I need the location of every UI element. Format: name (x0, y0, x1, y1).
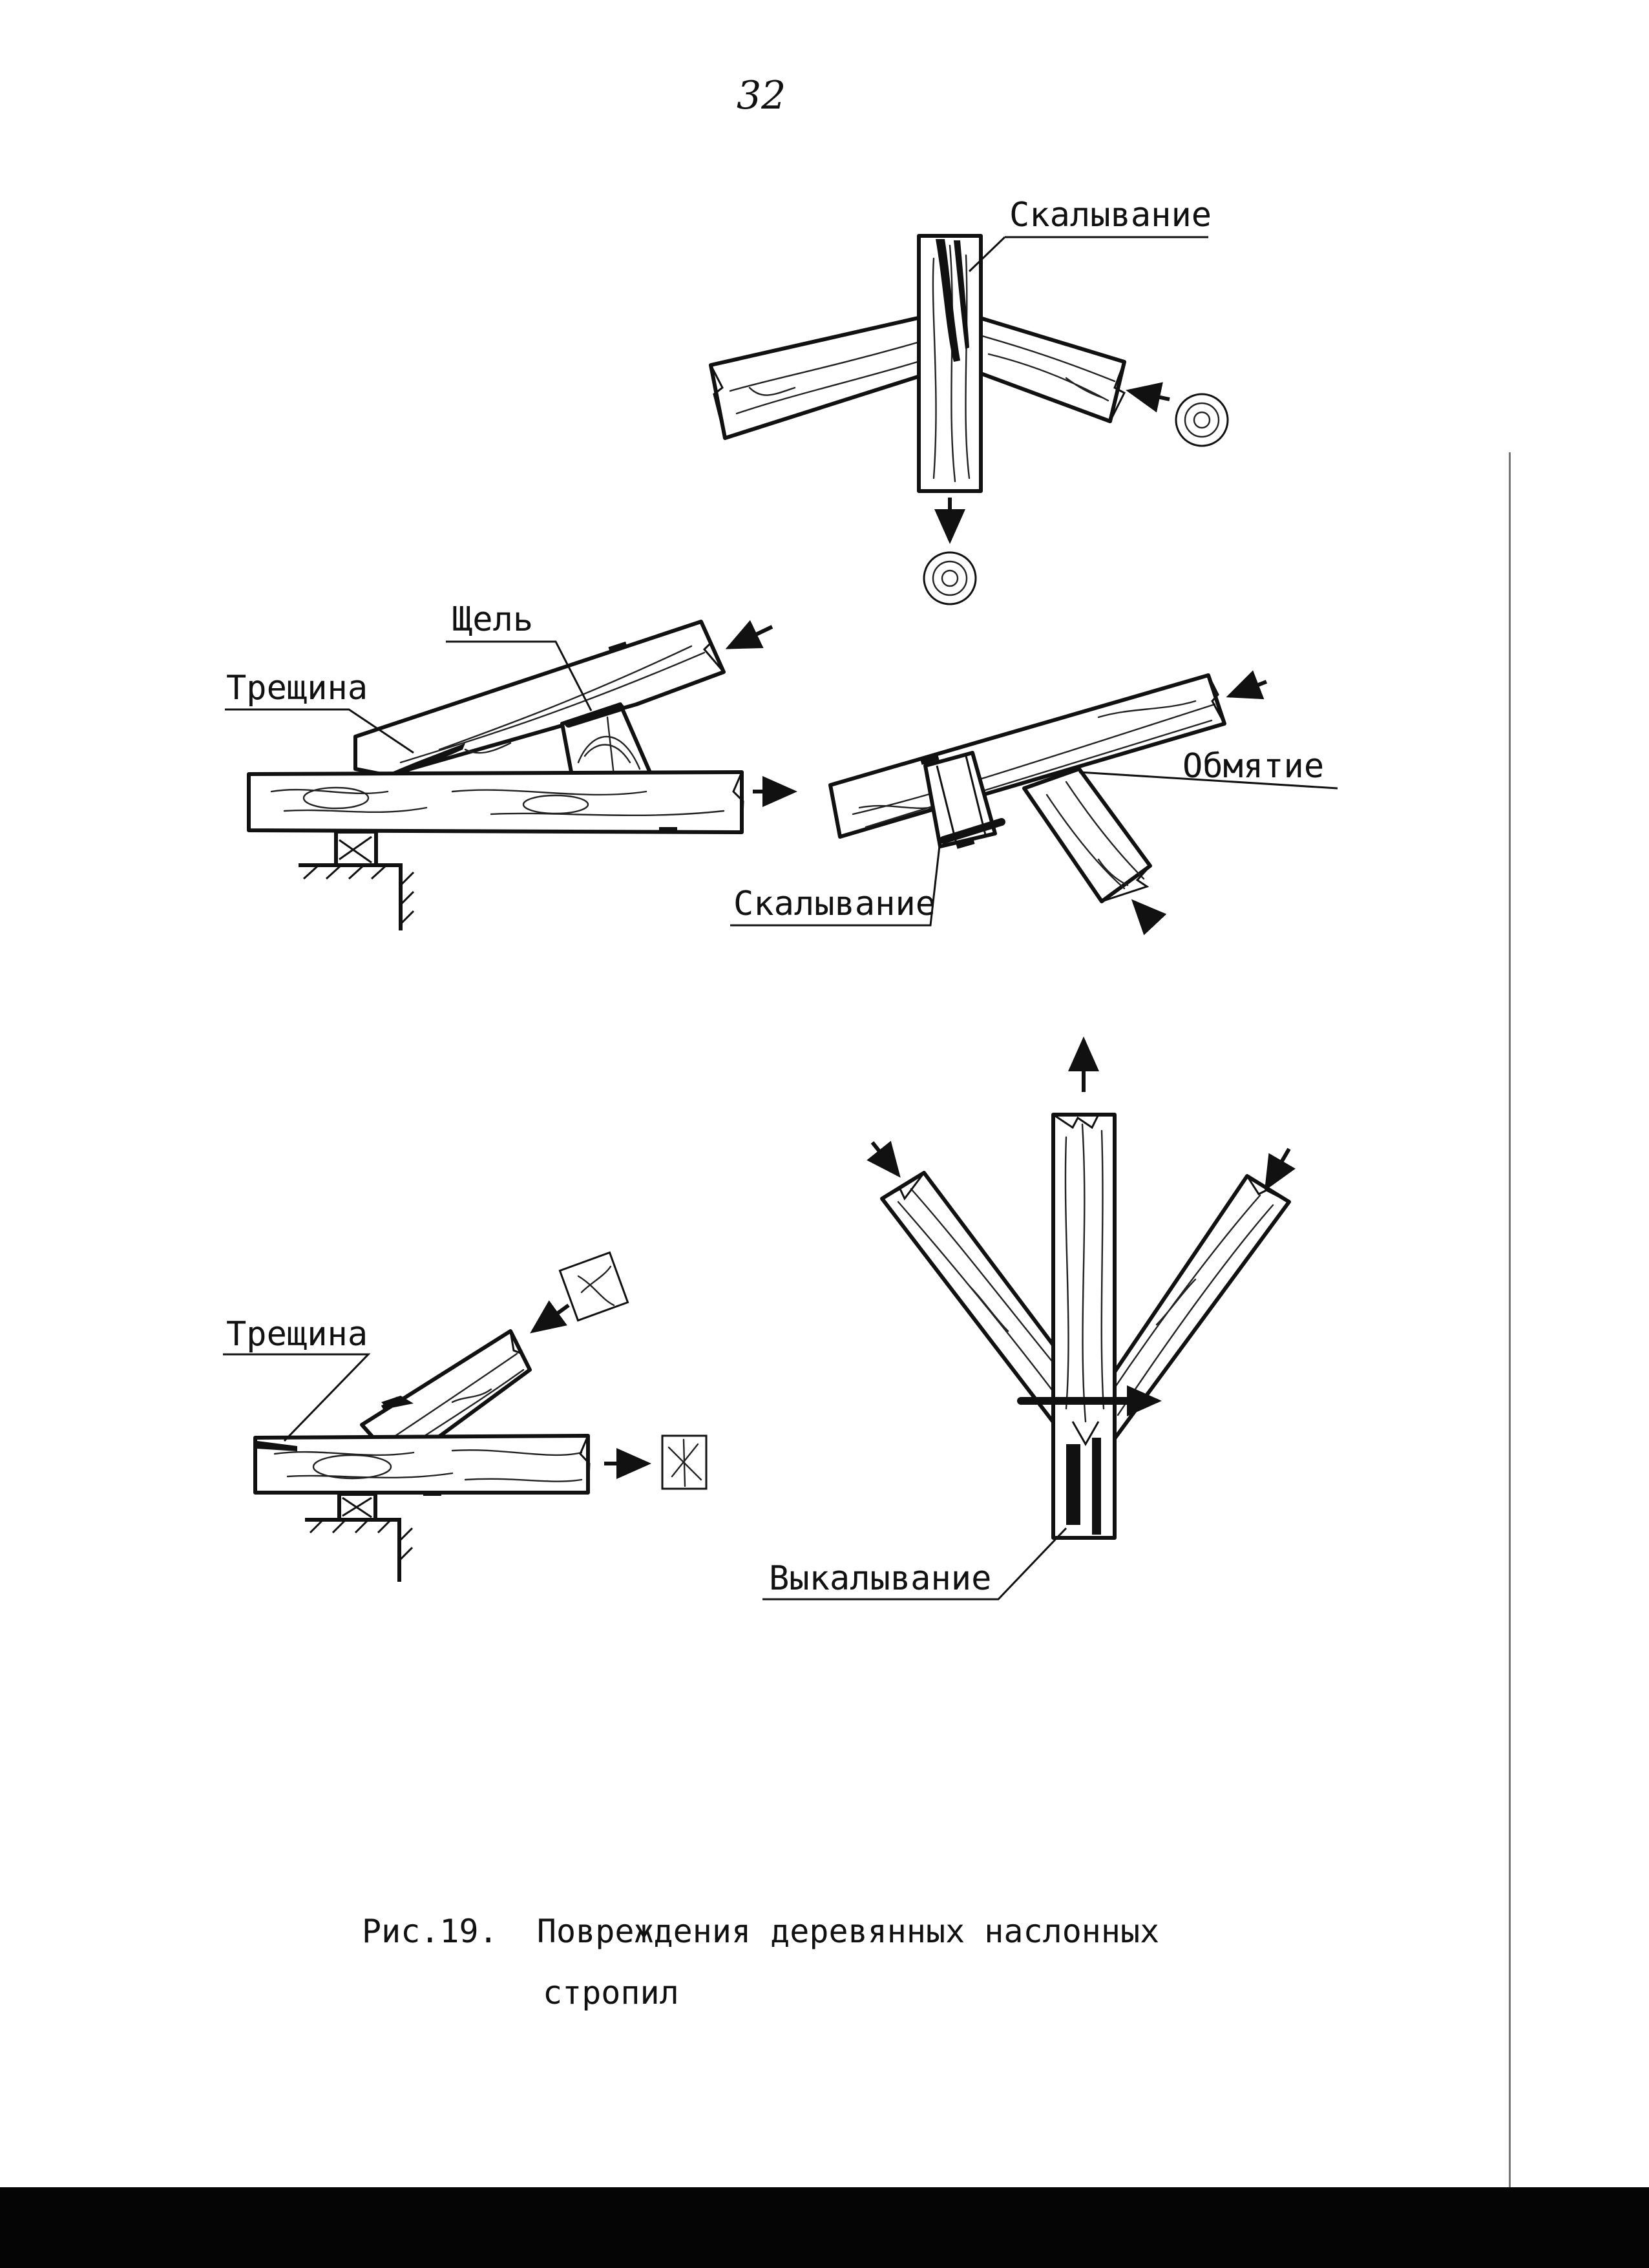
caption-line-1: Рис.19. Повреждения деревянных наслонных (362, 1913, 1160, 1950)
label-crack-2: Трещина (226, 1315, 368, 1354)
page-edge-line (1509, 452, 1511, 2190)
label-mid-shear: Скалывание (733, 885, 936, 923)
label-shear-out: Выкалывание (769, 1559, 991, 1598)
ridge-joint-drawing: Скалывание (709, 196, 1229, 605)
strut-joint-drawing: Обмятие Скалывание (730, 670, 1338, 936)
scan-bottom-band (0, 2187, 1649, 2268)
label-crack-1: Трещина (226, 669, 368, 708)
eave-joint-cleat-drawing: Щель Трещина (225, 600, 797, 930)
page-number: 32 (737, 73, 786, 118)
label-top-shear: Скалывание (1009, 196, 1212, 235)
lower-eave-joint-drawing: Трещина (223, 1251, 708, 1582)
label-gap: Щель (452, 600, 533, 639)
ridge-post-drawing: Выкалывание (762, 1036, 1296, 1601)
label-crushing: Обмятие (1182, 747, 1324, 786)
caption-line-2: стропил (543, 1974, 679, 2011)
